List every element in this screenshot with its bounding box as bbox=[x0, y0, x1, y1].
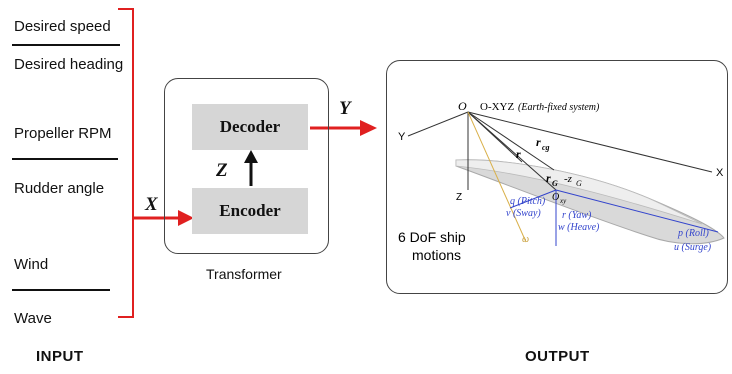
r-g-sub: G bbox=[552, 179, 558, 188]
input-rudder-angle: Rudder angle bbox=[14, 180, 105, 197]
z-symbol: Z bbox=[216, 160, 228, 181]
surge-label: u (Surge) bbox=[674, 242, 712, 253]
y-arrow bbox=[310, 120, 377, 136]
sway-label: v (Sway) bbox=[506, 208, 541, 219]
input-divider bbox=[12, 289, 110, 291]
output-caption: OUTPUT bbox=[525, 348, 590, 365]
z-g-sub: G bbox=[576, 179, 582, 188]
input-divider bbox=[12, 44, 120, 46]
ship-caption-line1: 6 DoF ship bbox=[398, 229, 466, 245]
ship-deck bbox=[455, 159, 703, 225]
axis-y-label: Y bbox=[398, 131, 406, 143]
input-desired-heading: Desired heading bbox=[14, 56, 124, 73]
r-cg-label: r bbox=[536, 135, 541, 149]
transformer-label: Transformer bbox=[206, 266, 282, 282]
ship-diagram: O O-XYZ (Earth-fixed system) Y X Z r cg … bbox=[398, 99, 725, 263]
axis-x-line bbox=[467, 111, 713, 173]
r-cg-vector bbox=[467, 111, 555, 171]
x-arrow bbox=[134, 210, 194, 226]
o-xy-sub: xy bbox=[559, 197, 567, 205]
origin-label: O bbox=[458, 99, 467, 113]
pitch-label: q (Pitch) bbox=[510, 196, 546, 207]
r-g-label: r bbox=[546, 171, 551, 185]
axis-x-label: X bbox=[716, 167, 724, 179]
transformer-box bbox=[164, 78, 329, 254]
input-bracket bbox=[118, 8, 134, 318]
omega-line bbox=[467, 111, 527, 243]
encoder-block: Encoder bbox=[192, 188, 308, 234]
frame-note: (Earth-fixed system) bbox=[518, 102, 600, 113]
input-desired-speed: Desired speed bbox=[14, 18, 111, 35]
input-propeller-rpm: Propeller RPM bbox=[14, 125, 112, 142]
z-g-label: -z bbox=[564, 173, 573, 185]
input-divider bbox=[12, 158, 118, 160]
body-x-axis bbox=[555, 189, 719, 233]
omega-label: ω bbox=[522, 234, 529, 245]
ship-caption-line2: motions bbox=[412, 247, 461, 263]
x-symbol: X bbox=[145, 194, 158, 215]
decoder-block: Decoder bbox=[192, 104, 308, 150]
heave-label: w (Heave) bbox=[558, 222, 600, 233]
input-wind: Wind bbox=[14, 256, 49, 273]
z-arrow bbox=[244, 150, 258, 186]
input-caption: INPUT bbox=[36, 348, 84, 365]
body-y-axis bbox=[509, 189, 557, 209]
input-wave: Wave bbox=[14, 310, 52, 327]
yaw-label: r (Yaw) bbox=[562, 210, 592, 221]
o-xy-label: O bbox=[552, 192, 559, 203]
r-label: r bbox=[516, 147, 521, 161]
frame-label: O-XYZ bbox=[480, 101, 514, 113]
y-symbol: Y bbox=[339, 98, 351, 119]
r-g-vector bbox=[467, 111, 557, 191]
axis-y-line bbox=[407, 111, 469, 137]
roll-label: p (Roll) bbox=[677, 228, 709, 239]
r-cg-sub: cg bbox=[542, 143, 550, 152]
axis-z-label: Z bbox=[456, 192, 462, 203]
